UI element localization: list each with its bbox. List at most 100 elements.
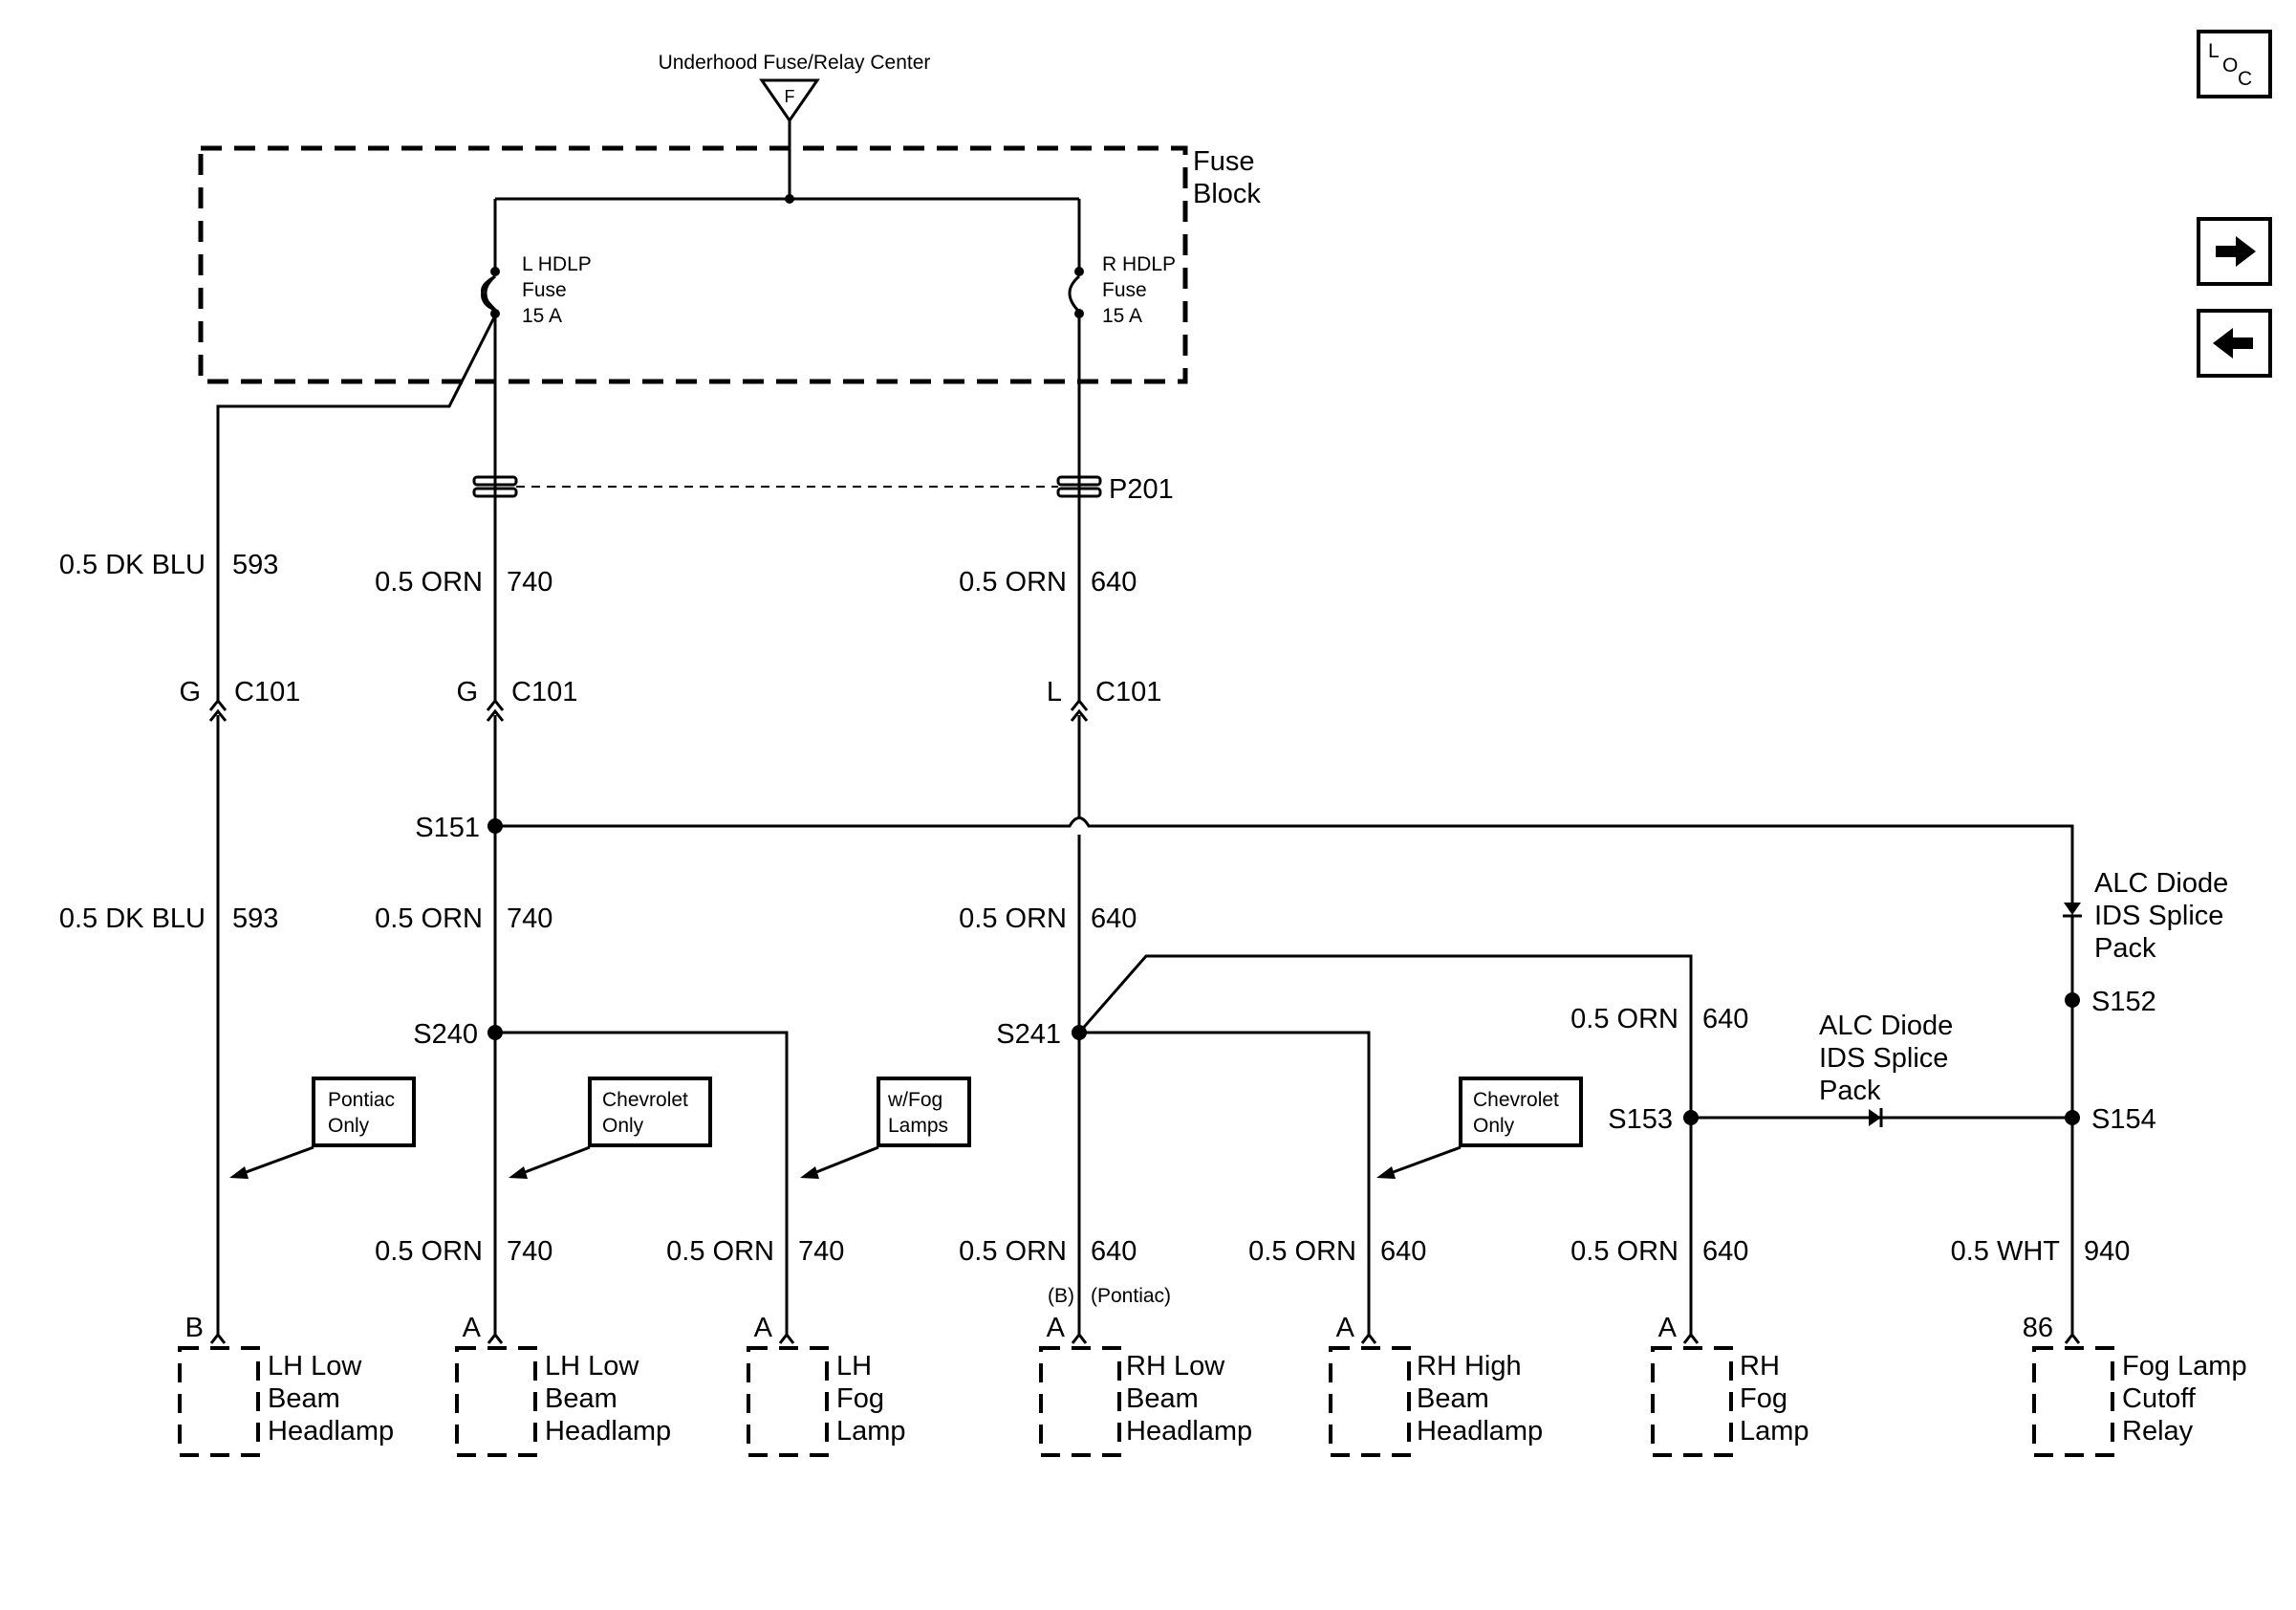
alc-diode-upper-label-3: Pack — [2094, 933, 2156, 964]
fuse-block-boundary — [198, 145, 1188, 384]
s154-label: S154 — [2091, 1104, 2156, 1135]
chevrolet-only-right-line1: Chevrolet — [1473, 1089, 1559, 1111]
rh-high-beam-name-3: Headlamp — [1417, 1416, 1543, 1447]
chevrolet-only-left-line2: Only — [602, 1115, 644, 1137]
r-hdlp-fuse-icon — [1068, 267, 1084, 318]
alc-diode-upper-icon — [2063, 903, 2082, 918]
lh-fog-name-3: Lamp — [836, 1416, 906, 1447]
fog-relay-name-3: Relay — [2122, 1416, 2194, 1447]
c101-l-connector-icon — [1070, 698, 1089, 722]
rh-low-beam-name-2: Beam — [1126, 1383, 1199, 1414]
wire-740-circuit-upper: 740 — [507, 567, 552, 598]
loc-button[interactable]: L O C — [2197, 30, 2272, 98]
rh-high-beam-name-1: RH High — [1417, 1351, 1522, 1382]
source-label: Underhood Fuse/Relay Center — [659, 52, 931, 74]
fuse-block-title: Fuse — [1193, 146, 1254, 177]
l-hdlp-fuse-label: Fuse — [522, 279, 567, 301]
s152-splice-icon — [2065, 992, 2080, 1008]
c101-pin-g-left: G — [179, 677, 201, 707]
alc-diode-lower-label-3: Pack — [1819, 1076, 1881, 1106]
rh-fog-name-1: RH — [1740, 1351, 1780, 1382]
rh-fog-name-2: Fog — [1740, 1383, 1787, 1414]
pontiac-only-callout: Pontiac Only — [229, 1077, 416, 1179]
l-hdlp-fuse-name: L HDLP — [522, 253, 592, 275]
fog-lamps-callout: w/Fog Lamps — [800, 1077, 971, 1179]
rh-fog-pin: A — [1658, 1313, 1678, 1343]
s153-label: S153 — [1608, 1104, 1673, 1135]
wire-740-gauge-mid: 0.5 ORN — [375, 903, 483, 934]
s241-label: S241 — [996, 1019, 1061, 1050]
pin-b-note: (B) — [1048, 1285, 1074, 1307]
wire-740-gauge-upper: 0.5 ORN — [375, 567, 483, 598]
wire-640-rh-fog-circuit: 640 — [1702, 1236, 1748, 1267]
rh-low-beam-pin: A — [1047, 1313, 1066, 1343]
lh-low-beam-pin: A — [463, 1313, 482, 1343]
wire-740-circuit-lower: 740 — [507, 1236, 552, 1267]
rh-low-beam-headlamp: A RH Low Beam Headlamp — [1039, 1313, 1252, 1457]
back-button[interactable] — [2197, 309, 2272, 378]
s240-label: S240 — [413, 1019, 478, 1050]
arrow-right-icon — [2216, 236, 2256, 267]
wire-740-circuit-mid: 740 — [507, 903, 552, 934]
s152-label: S152 — [2091, 987, 2156, 1017]
arrow-left-icon — [2213, 328, 2253, 359]
lh-low-beam-name-2: Beam — [545, 1383, 617, 1414]
wire-640-rh-low-gauge: 0.5 ORN — [959, 1236, 1067, 1267]
c101-label-right: C101 — [1095, 677, 1161, 707]
lh-low-beam-pontiac-name-3: Headlamp — [268, 1416, 394, 1447]
c101-pin-g-center: G — [456, 677, 478, 707]
lh-fog-pin: A — [754, 1313, 773, 1343]
pontiac-only-line1: Pontiac — [328, 1089, 395, 1111]
wire-640-rh-high-gauge: 0.5 ORN — [1248, 1236, 1356, 1267]
wire-593-gauge-lower: 0.5 DK BLU — [59, 903, 206, 934]
forward-button[interactable] — [2197, 217, 2272, 286]
lh-low-beam-headlamp: A LH Low Beam Headlamp — [455, 1313, 671, 1457]
alc-diode-upper-label-2: IDS Splice — [2094, 901, 2223, 931]
fuse-block-title-2: Block — [1193, 179, 1261, 209]
wire-740-gauge-lower: 0.5 ORN — [375, 1236, 483, 1267]
rh-high-beam-pin: A — [1336, 1313, 1355, 1343]
fog-relay-pin: 86 — [2023, 1313, 2053, 1343]
s151-label: S151 — [415, 813, 480, 843]
lh-fog-name-1: LH — [836, 1351, 872, 1382]
fog-relay-name-1: Fog Lamp — [2122, 1351, 2247, 1382]
c101-g-left-connector-icon — [208, 698, 227, 722]
wire-640-gauge-mid: 0.5 ORN — [959, 903, 1067, 934]
source-connector-label: F — [785, 87, 795, 106]
pontiac-note: (Pontiac) — [1091, 1285, 1171, 1307]
lh-low-beam-pontiac-pin: B — [185, 1313, 204, 1343]
rh-high-beam-name-2: Beam — [1417, 1383, 1489, 1414]
l-hdlp-fuse-icon — [481, 267, 500, 318]
fog-lamps-line1: w/Fog — [887, 1089, 942, 1111]
rh-low-beam-name-3: Headlamp — [1126, 1416, 1252, 1447]
r-hdlp-fuse-name: R HDLP — [1102, 253, 1176, 275]
chevrolet-only-right-line2: Only — [1473, 1115, 1515, 1137]
source-connector-icon — [759, 78, 820, 123]
wire-940-gauge: 0.5 WHT — [1951, 1236, 2061, 1267]
p201-label: P201 — [1109, 474, 1174, 505]
wire-940-circuit: 940 — [2084, 1236, 2130, 1267]
wire-640-rh-fog-gauge-upper: 0.5 ORN — [1570, 1004, 1679, 1034]
c101-g-center-connector-icon — [486, 698, 505, 722]
wire-640-rh-fog-gauge: 0.5 ORN — [1570, 1236, 1679, 1267]
lh-low-beam-name-3: Headlamp — [545, 1416, 671, 1447]
wire-593-circuit-upper: 593 — [232, 550, 278, 580]
alc-diode-upper-label: ALC Diode — [2094, 868, 2228, 899]
lh-low-beam-headlamp-pontiac: B LH Low Beam Headlamp — [178, 1313, 394, 1457]
chevrolet-only-right-callout: Chevrolet Only — [1376, 1077, 1583, 1179]
c101-label-center: C101 — [511, 677, 577, 707]
wire-640-gauge-upper: 0.5 ORN — [959, 567, 1067, 598]
l-hdlp-fuse-rating: 15 A — [522, 305, 562, 327]
lh-low-beam-pontiac-name-1: LH Low — [268, 1351, 362, 1382]
p201-left-connector-icon — [472, 475, 518, 498]
pontiac-only-line2: Only — [328, 1115, 370, 1137]
wire-640-rh-high-circuit: 640 — [1380, 1236, 1426, 1267]
chevrolet-only-left-callout: Chevrolet Only — [509, 1077, 712, 1179]
r-hdlp-fuse-label: Fuse — [1102, 279, 1147, 301]
lh-fog-name-2: Fog — [836, 1383, 884, 1414]
lh-low-beam-pontiac-name-2: Beam — [268, 1383, 340, 1414]
lh-low-beam-name-1: LH Low — [545, 1351, 639, 1382]
wire-640-rh-fog-circuit-upper: 640 — [1702, 1004, 1748, 1034]
alc-diode-lower-label-2: IDS Splice — [1819, 1043, 1948, 1074]
